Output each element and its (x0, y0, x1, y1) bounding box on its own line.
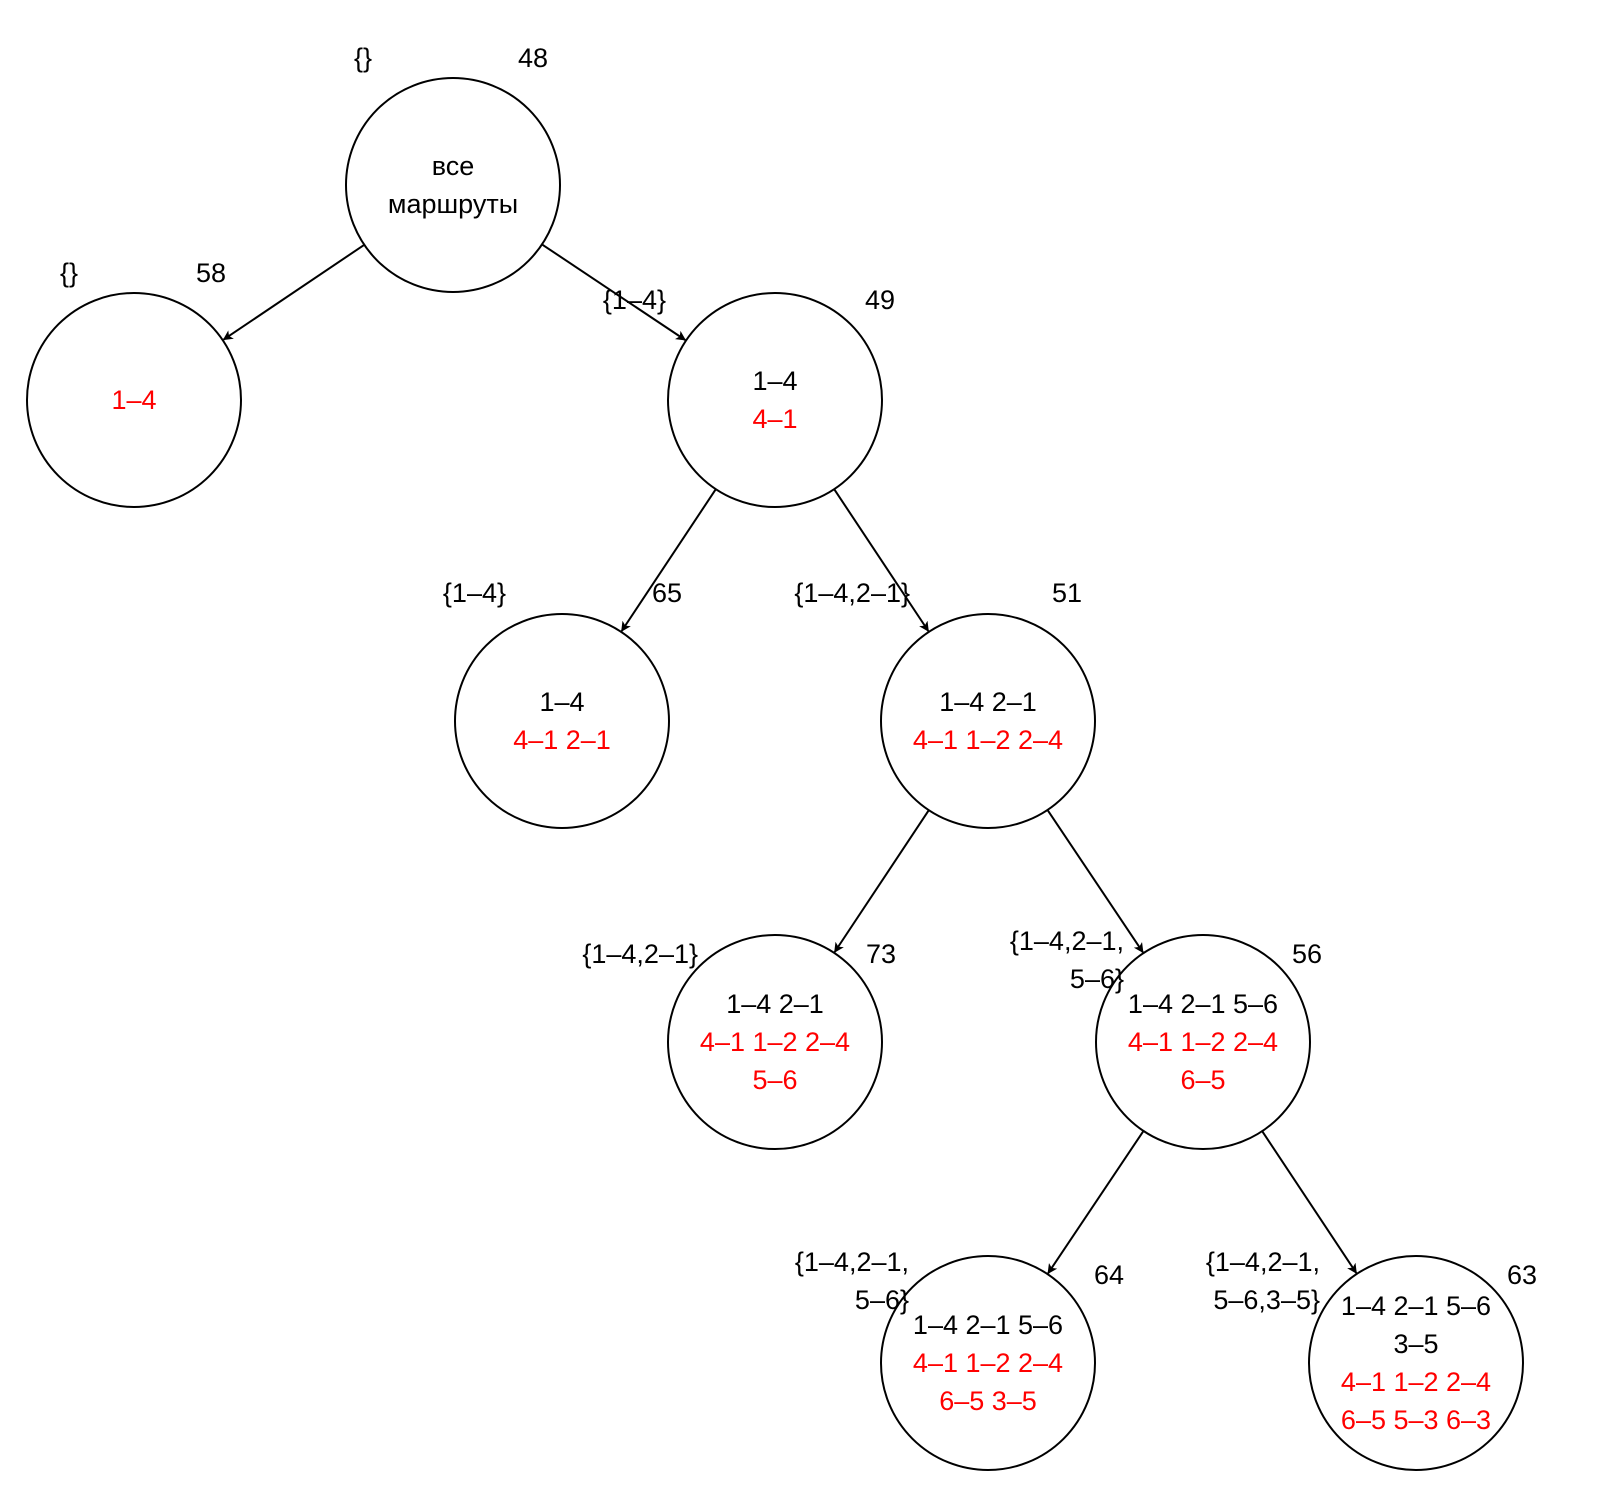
node-cost-label: 49 (865, 285, 895, 315)
included-edges-text: 1–4 (539, 687, 584, 717)
tree-node-64: 1–4 2–1 5–6 4–1 1–2 2–4 6–5 3–5 64 {1–4,2–1,… (795, 1247, 1124, 1471)
edge-arrow-n56-n64 (1047, 1130, 1145, 1275)
included-edges-text: 1–4 2–1 5–6 (1341, 1291, 1491, 1321)
node-set-label: {} (60, 258, 78, 288)
included-edges-text: 1–4 2–1 5–6 (913, 1310, 1063, 1340)
excluded-edges-text: 6–5 3–5 (939, 1386, 1037, 1416)
edge-arrow-n49-n65 (620, 488, 717, 632)
node-circle (1095, 934, 1311, 1150)
node-circle (454, 613, 670, 829)
included-edges-text: маршруты (388, 189, 518, 219)
tree-node-58: 1–4 58 {} (26, 258, 242, 508)
node-set-label: {1–4,2–1} (794, 578, 910, 608)
excluded-edges-text: 6–5 5–3 6–3 (1341, 1405, 1491, 1435)
node-cost-label: 73 (866, 939, 896, 969)
node-circle (345, 77, 561, 293)
node-set-label: 5–6,3–5} (1213, 1285, 1320, 1315)
excluded-edges-text: 6–5 (1180, 1065, 1225, 1095)
node-set-label: {1–4,2–1, (1206, 1247, 1320, 1277)
node-cost-label: 58 (196, 258, 226, 288)
included-edges-text: все (432, 151, 475, 181)
node-circle (26, 292, 242, 508)
tree-node-63: 1–4 2–1 5–6 3–5 4–1 1–2 2–4 6–5 5–3 6–3 63 {1… (1206, 1247, 1537, 1471)
node-set-label: {1–4} (603, 285, 666, 315)
tree-node-73: 1–4 2–1 4–1 1–2 2–4 5–6 73 {1–4,2–1} (582, 934, 896, 1150)
node-cost-label: 48 (518, 43, 548, 73)
excluded-edges-text: 4–1 1–2 2–4 (913, 725, 1063, 755)
tree-node-51: 1–4 2–1 4–1 1–2 2–4 51 {1–4,2–1} (794, 578, 1096, 829)
nodes-layer: все маршруты 48 {} 1–4 58 {} 1–4 4–1 49 {1–4} 1–4 4–… (26, 43, 1537, 1471)
node-circle (880, 1255, 1096, 1471)
tree-node-48: все маршруты 48 {} (345, 43, 561, 293)
tree-node-56: 1–4 2–1 5–6 4–1 1–2 2–4 6–5 56 {1–4,2–1, 5–6} (1010, 926, 1322, 1150)
node-set-label: {1–4} (443, 578, 506, 608)
node-set-label: 5–6} (1070, 964, 1124, 994)
included-edges-text: 3–5 (1393, 1329, 1438, 1359)
node-set-label: {1–4,2–1, (1010, 926, 1124, 956)
node-set-label: {1–4,2–1, (795, 1247, 909, 1277)
node-circle (667, 292, 883, 508)
node-circle (1308, 1255, 1524, 1471)
excluded-edges-text: 5–6 (752, 1065, 797, 1095)
edge-arrow-n48-n58 (222, 243, 365, 341)
edge-arrow-n51-n56 (1046, 809, 1144, 954)
edge-arrow-n51-n73 (833, 809, 930, 953)
excluded-edges-text: 4–1 1–2 2–4 (1128, 1027, 1278, 1057)
node-cost-label: 56 (1292, 939, 1322, 969)
edge-arrow-n56-n63 (1261, 1130, 1358, 1274)
included-edges-text: 1–4 2–1 5–6 (1128, 989, 1278, 1019)
node-circle (667, 934, 883, 1150)
node-cost-label: 64 (1094, 1260, 1124, 1290)
node-set-label: {} (354, 43, 372, 73)
tree-node-49: 1–4 4–1 49 {1–4} (603, 285, 895, 508)
node-circle (880, 613, 1096, 829)
excluded-edges-text: 4–1 1–2 2–4 (1341, 1367, 1491, 1397)
tree-node-65: 1–4 4–1 2–1 65 {1–4} (443, 578, 682, 829)
node-set-label: {1–4,2–1} (582, 939, 698, 969)
excluded-edges-text: 4–1 (752, 404, 797, 434)
edges-layer (222, 243, 1358, 1275)
node-cost-label: 51 (1052, 578, 1082, 608)
edge-arrow-n49-n51 (833, 488, 930, 632)
excluded-edges-text: 1–4 (111, 385, 156, 415)
node-cost-label: 63 (1507, 1260, 1537, 1290)
node-set-label: 5–6} (855, 1285, 909, 1315)
included-edges-text: 1–4 2–1 (939, 687, 1037, 717)
edge-arrow-n48-n49 (541, 243, 687, 341)
included-edges-text: 1–4 (752, 366, 797, 396)
excluded-edges-text: 4–1 2–1 (513, 725, 611, 755)
excluded-edges-text: 4–1 1–2 2–4 (700, 1027, 850, 1057)
included-edges-text: 1–4 2–1 (726, 989, 824, 1019)
excluded-edges-text: 4–1 1–2 2–4 (913, 1348, 1063, 1378)
node-cost-label: 65 (652, 578, 682, 608)
